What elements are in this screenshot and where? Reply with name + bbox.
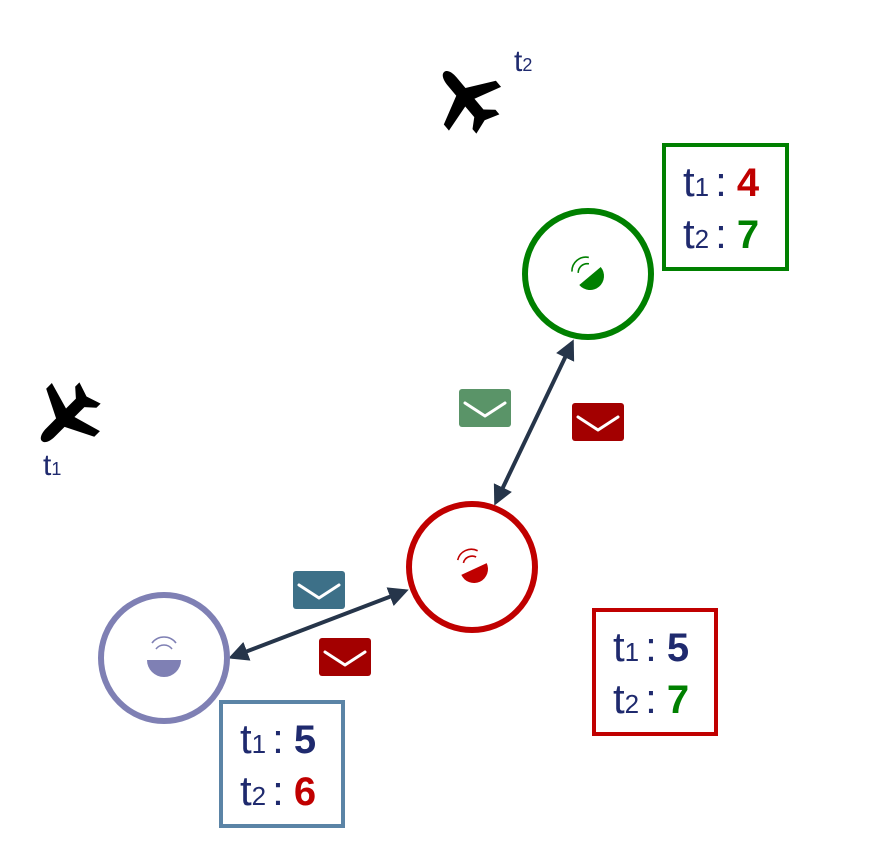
radar-dish-icon (571, 256, 604, 290)
clock-box-red: t1:5 t2:7 (592, 608, 718, 736)
clock-box-blue: t1:5 t2:6 (219, 700, 345, 828)
radar-dish-icon (147, 636, 181, 677)
plane-label-t1: t1 (43, 449, 61, 482)
box-row: t1:5 (240, 715, 316, 762)
box-row: t2:6 (240, 767, 316, 814)
clock-box-green: t1:4 t2:7 (662, 143, 789, 271)
link-red-purple (228, 587, 409, 661)
node-purple (98, 592, 230, 724)
envelope-icon (457, 387, 513, 429)
airplane-icon (17, 368, 115, 466)
envelope-icon (570, 401, 626, 443)
radar-dish-icon (456, 548, 488, 583)
box-row: t2:7 (683, 210, 759, 257)
box-row: t2:7 (613, 675, 689, 722)
node-red (406, 501, 538, 633)
node-green (522, 208, 654, 340)
plane-label-t2: t2 (514, 45, 532, 78)
box-row: t1:4 (683, 158, 760, 205)
link-green-red (493, 339, 575, 506)
box-row: t1:5 (613, 623, 689, 670)
envelope-icon (291, 569, 347, 611)
envelope-icon (317, 636, 373, 678)
airplane-icon (418, 50, 514, 146)
